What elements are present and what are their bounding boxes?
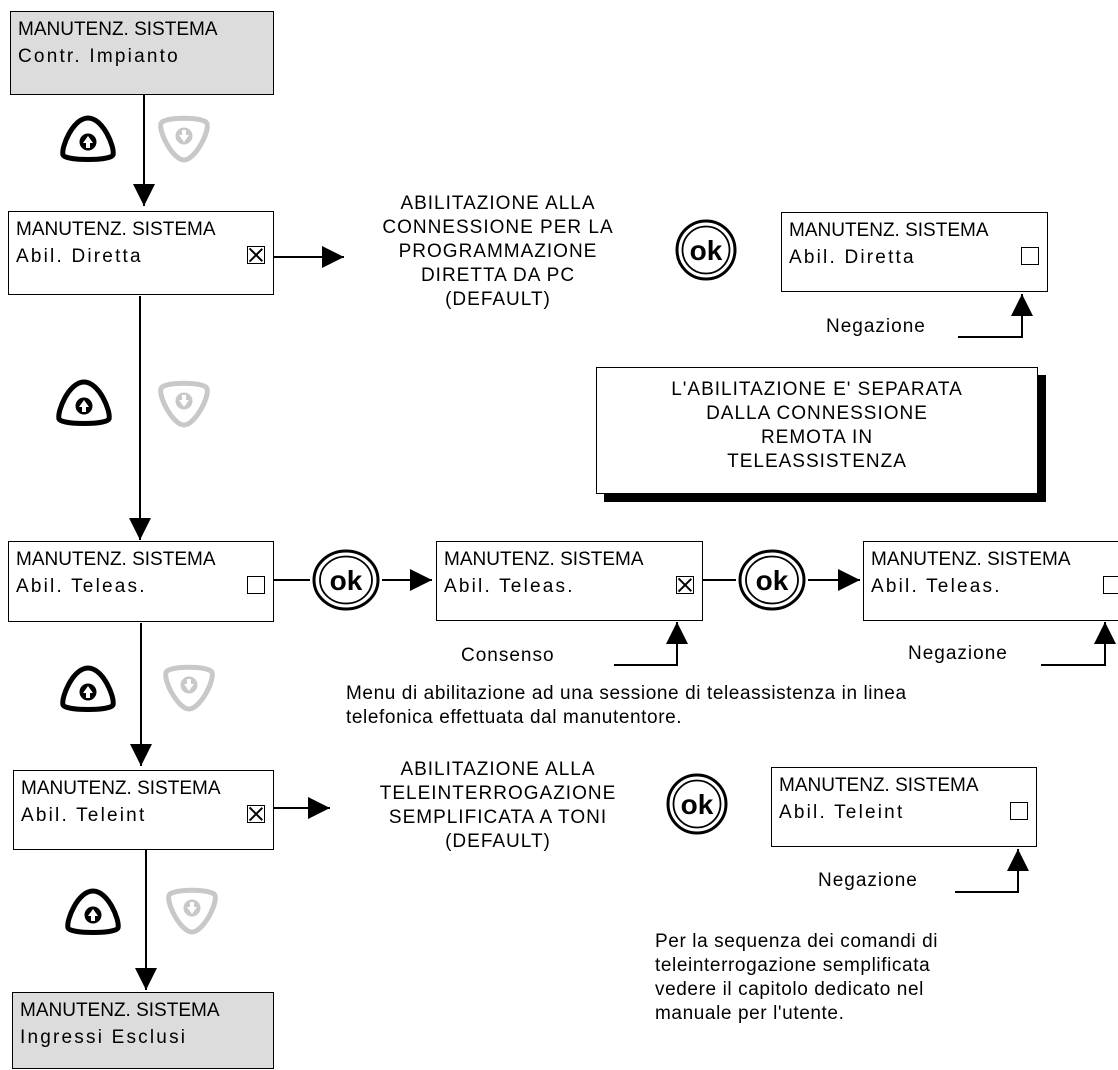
note-diretta: ABILITAZIONE ALLA CONNESSIONE PER LA PRO… — [348, 192, 648, 312]
down-arrow-key-icon — [158, 115, 210, 163]
unchecked-box-icon — [247, 576, 265, 594]
unchecked-box-icon — [1010, 802, 1028, 820]
checked-box-icon — [247, 805, 265, 823]
display-ingressi-esclusi: MANUTENZ. SISTEMA Ingressi Esclusi — [12, 992, 274, 1069]
display-item: Abil. Teleas. — [16, 576, 147, 597]
display-title: MANUTENZ. SISTEMA — [16, 549, 216, 570]
note-line: telefonica effettuata dal manutentore. — [346, 707, 683, 728]
up-arrow-key-icon — [60, 115, 116, 162]
unchecked-box-icon — [1103, 576, 1118, 594]
display-abil-teleint-negazione: MANUTENZ. SISTEMA Abil. Teleint — [771, 767, 1037, 847]
ok-key-icon: ok — [666, 773, 728, 835]
svg-text:ok: ok — [330, 565, 363, 596]
display-title: MANUTENZ. SISTEMA — [16, 219, 216, 240]
up-arrow-key-icon — [60, 665, 116, 712]
up-arrow-key-icon — [65, 888, 121, 935]
display-title: MANUTENZ. SISTEMA — [21, 778, 221, 799]
note-line: DALLA CONNESSIONE — [706, 403, 928, 424]
note-line: TELEINTERROGAZIONE — [379, 783, 617, 804]
checked-box-icon — [247, 246, 265, 264]
pointer-negazione-3 — [955, 849, 1029, 893]
display-contr-impianto: MANUTENZ. SISTEMA Contr. Impianto — [10, 11, 274, 95]
note-line: PROGRAMMAZIONE — [398, 241, 598, 262]
note-line: teleinterrogazione semplificata — [655, 955, 931, 976]
display-abil-teleint: MANUTENZ. SISTEMA Abil. Teleint — [13, 770, 274, 850]
note-line: vedere il capitolo dedicato nel — [655, 979, 924, 1000]
label-negazione: Negazione — [826, 316, 926, 337]
note-sequenza: Per la sequenza dei comandi di teleinter… — [655, 930, 938, 1026]
up-arrow-key-icon — [56, 379, 112, 426]
label-negazione: Negazione — [908, 643, 1008, 664]
down-arrow-key-icon — [158, 380, 210, 428]
display-item: Abil. Diretta — [789, 247, 916, 268]
display-abil-teleas-negazione: MANUTENZ. SISTEMA Abil. Teleas. — [863, 541, 1118, 621]
note-line: TELEASSISTENZA — [727, 451, 907, 472]
display-title: MANUTENZ. SISTEMA — [444, 549, 644, 570]
display-abil-teleas: MANUTENZ. SISTEMA Abil. Teleas. — [8, 541, 274, 622]
label-consenso: Consenso — [461, 645, 555, 666]
down-arrow-key-icon — [163, 664, 215, 712]
note-separata-box: L'ABILITAZIONE E' SEPARATA DALLA CONNESS… — [596, 367, 1038, 494]
pointer-consenso — [614, 622, 688, 666]
note-line: (DEFAULT) — [445, 831, 551, 852]
svg-text:ok: ok — [690, 235, 723, 266]
display-abil-diretta: MANUTENZ. SISTEMA Abil. Diretta — [8, 211, 274, 295]
ok-key-icon: ok — [675, 219, 737, 281]
note-line: Per la sequenza dei comandi di — [655, 931, 939, 952]
display-title: MANUTENZ. SISTEMA — [789, 220, 989, 241]
display-abil-teleas-consenso: MANUTENZ. SISTEMA Abil. Teleas. — [436, 541, 703, 621]
display-item: Contr. Impianto — [18, 46, 180, 67]
display-item: Abil. Teleint — [779, 802, 905, 823]
display-item: Abil. Teleas. — [871, 576, 1002, 597]
display-item: Ingressi Esclusi — [20, 1027, 188, 1048]
svg-text:ok: ok — [681, 789, 714, 820]
display-title: MANUTENZ. SISTEMA — [779, 775, 979, 796]
note-line: ABILITAZIONE ALLA — [400, 759, 596, 780]
down-arrow-key-icon — [166, 887, 218, 935]
note-line: L'ABILITAZIONE E' SEPARATA — [671, 379, 963, 400]
note-line: CONNESSIONE PER LA — [382, 217, 614, 238]
note-line: ABILITAZIONE ALLA — [400, 193, 596, 214]
pointer-negazione-1 — [958, 294, 1033, 338]
unchecked-box-icon — [1021, 247, 1039, 265]
display-item: Abil. Teleint — [21, 805, 147, 826]
note-line: SEMPLIFICATA A TONI — [388, 807, 608, 828]
display-abil-diretta-negazione: MANUTENZ. SISTEMA Abil. Diretta — [781, 212, 1048, 292]
display-title: MANUTENZ. SISTEMA — [18, 19, 218, 40]
display-item: Abil. Teleas. — [444, 576, 575, 597]
display-title: MANUTENZ. SISTEMA — [20, 1000, 220, 1021]
display-title: MANUTENZ. SISTEMA — [871, 549, 1071, 570]
display-item: Abil. Diretta — [16, 246, 143, 267]
svg-text:ok: ok — [756, 565, 789, 596]
pointer-negazione-2 — [1041, 622, 1116, 666]
note-teleas-menu: Menu di abilitazione ad una sessione di … — [346, 682, 907, 730]
label-negazione: Negazione — [818, 870, 918, 891]
note-line: REMOTA IN — [760, 427, 874, 448]
note-line: Menu di abilitazione ad una sessione di … — [346, 683, 907, 704]
note-line: manuale per l'utente. — [655, 1003, 845, 1024]
note-line: (DEFAULT) — [445, 289, 551, 310]
ok-key-icon: ok — [738, 549, 806, 611]
note-line: DIRETTA DA PC — [420, 265, 576, 286]
ok-key-icon: ok — [312, 549, 380, 611]
checked-box-icon — [676, 576, 694, 594]
note-teleint: ABILITAZIONE ALLA TELEINTERROGAZIONE SEM… — [333, 758, 663, 854]
note-separata-text: L'ABILITAZIONE E' SEPARATA DALLA CONNESS… — [597, 378, 1037, 474]
